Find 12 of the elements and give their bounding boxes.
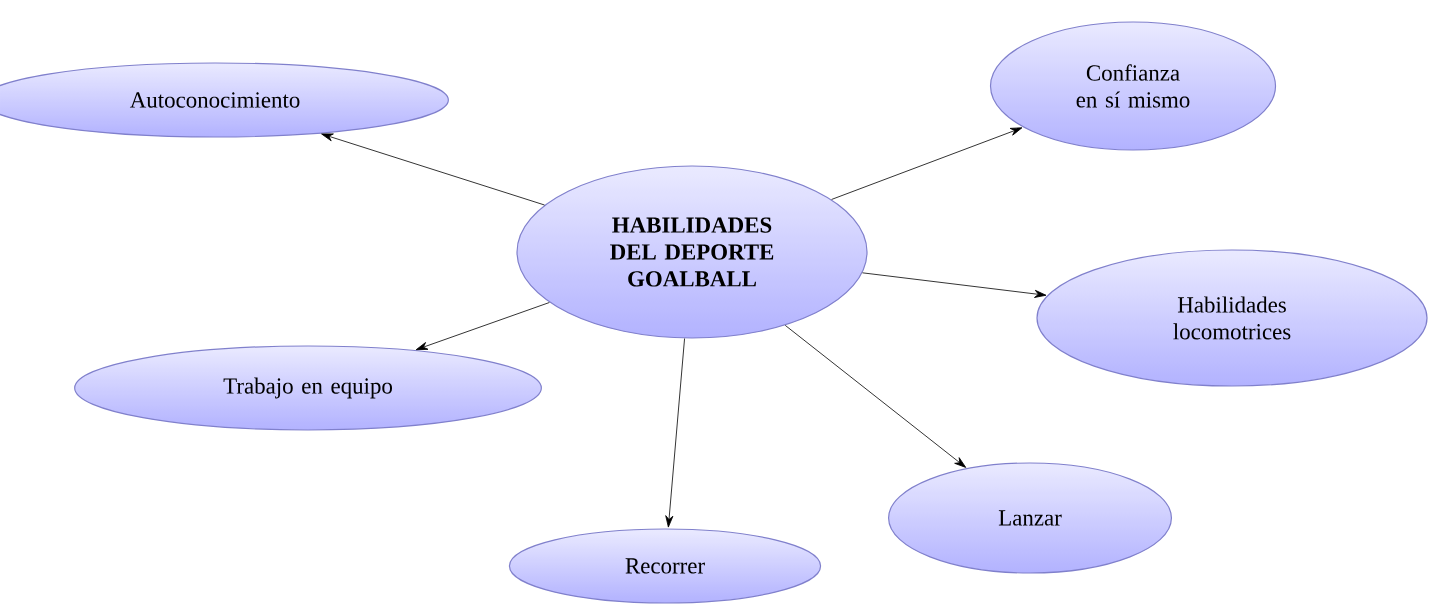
arrow [831, 127, 1023, 200]
arrow [784, 324, 967, 468]
arrow [665, 338, 685, 528]
ellipse-node: Habilidades locomotrices [1036, 249, 1428, 387]
ellipse-node: Confianza en sí mismo [989, 21, 1277, 151]
arrow [321, 133, 545, 206]
ellipse-node: HABILIDADES DEL DEPORTE GOALBALL [516, 165, 868, 339]
ellipse-node: Lanzar [888, 462, 1173, 574]
arrow [415, 302, 550, 351]
ellipse-node: Trabajo en equipo [74, 345, 542, 431]
arrow [862, 272, 1047, 298]
ellipse-node: Recorrer [508, 528, 822, 604]
